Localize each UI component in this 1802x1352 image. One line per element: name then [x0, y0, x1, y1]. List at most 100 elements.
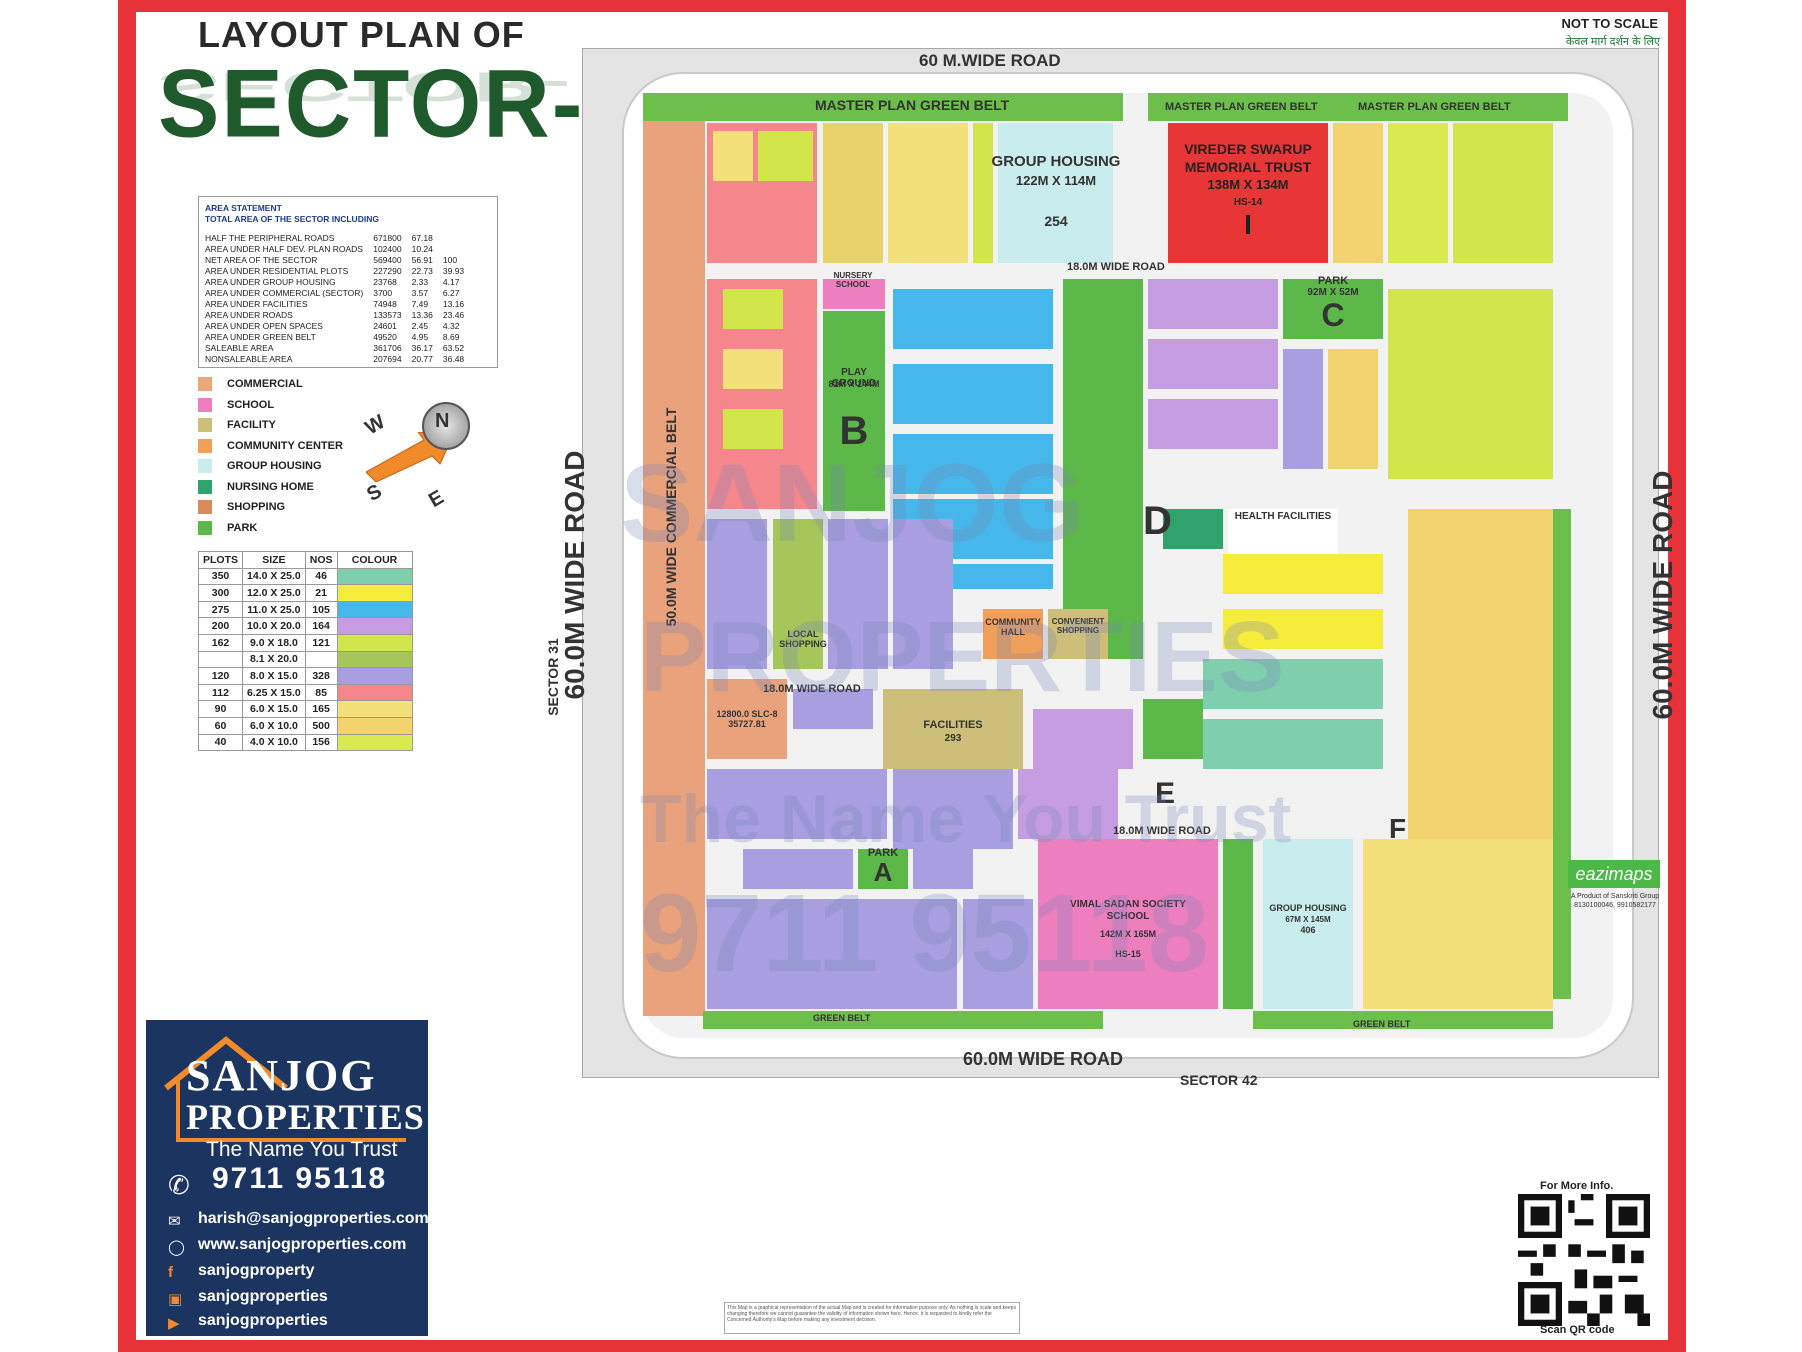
plot-cell-size: 10.0 X 20.0: [242, 617, 306, 635]
nursery-school-label: NURSERY SCHOOL: [833, 271, 873, 289]
legend-item: SHOPPING: [198, 497, 343, 518]
legend-label: COMMERCIAL: [227, 378, 303, 391]
legend-swatch: [198, 377, 212, 392]
area-cell: 10.24: [411, 244, 433, 254]
area-cell: 8.69: [442, 332, 460, 342]
plot-colour-swatch: [336, 716, 413, 735]
qr-caption-bottom: Scan QR code: [1540, 1324, 1615, 1336]
plot-cell-nos: 156: [304, 733, 338, 752]
legend-label: COMMUNITY CENTER: [227, 439, 343, 452]
area-cell: 36.17: [411, 343, 433, 353]
legend-label: FACILITY: [227, 419, 276, 432]
commercial-belt-label: 50.0M WIDE COMMERCIAL BELT: [663, 407, 679, 627]
tagline: The Name You Trust: [206, 1138, 398, 1161]
block-e-letter: E: [1155, 777, 1176, 810]
legend-item: NURSING HOME: [198, 477, 343, 498]
plot-cell-plots: 60: [197, 716, 244, 735]
area-cell: 23.46: [442, 310, 465, 320]
legend-label: NURSING HOME: [227, 480, 314, 493]
compass-north-disk: [422, 402, 470, 450]
area-cell: [437, 233, 468, 244]
sector-31-label: SECTOR 31: [545, 638, 561, 716]
plot-colour-swatch: [336, 567, 413, 586]
not-to-scale: NOT TO SCALE: [1561, 16, 1658, 31]
area-cell: [437, 244, 468, 255]
legend-swatch: [198, 397, 212, 412]
plot-cell-nos: 165: [304, 700, 338, 718]
trust-line1: VIREDER SWARUP: [1184, 141, 1312, 157]
green-belt-bottom-right: GREEN BELT: [1353, 1019, 1411, 1029]
plot-cell-plots: 275: [197, 600, 244, 619]
website-link[interactable]: www.sanjogproperties.com: [198, 1236, 407, 1253]
plot-colour-swatch: [336, 700, 413, 718]
community-hall-label: COMMUNITY HALL: [985, 617, 1041, 637]
area-cell: 24601: [373, 321, 397, 331]
park-c-letter: C: [1321, 297, 1345, 333]
area-cell: 671800: [373, 233, 402, 243]
area-cell: 13.36: [411, 310, 433, 320]
youtube-link[interactable]: sanjogproperties: [198, 1312, 328, 1329]
brand-line2: PROPERTIES: [186, 1097, 425, 1137]
phone-number[interactable]: 9711 95118: [212, 1162, 388, 1195]
facebook-icon: f: [168, 1264, 173, 1281]
map-drawing: [622, 72, 1634, 1059]
plot-cell-size: 8.0 X 15.0: [242, 667, 306, 685]
land-use-legend: COMMERCIAL SCHOOL FACILITY COMMUNITY CENTER…: [198, 374, 343, 538]
area-cell: 227290: [373, 266, 402, 276]
legend-item: COMMUNITY CENTER: [198, 436, 343, 457]
area-cell: AREA UNDER ROADS: [205, 310, 293, 320]
legend-swatch: [198, 479, 212, 494]
road-18m-mid: 18.0M WIDE ROAD: [763, 683, 861, 695]
road-top-label: 60 M.WIDE ROAD: [919, 51, 1061, 70]
road-left-label: 60.0M WIDE ROAD: [559, 450, 590, 700]
road-right-label: 60.0M WIDE ROAD: [1647, 470, 1678, 720]
area-cell: 56.91: [411, 255, 433, 265]
instagram-link[interactable]: sanjogproperties: [198, 1288, 328, 1305]
plot-cell-size: 12.0 X 25.0: [242, 584, 306, 602]
plot-row: 8.1 X 20.0: [197, 650, 413, 669]
facebook-link[interactable]: sanjogproperty: [198, 1262, 315, 1279]
plot-colour-swatch: [336, 683, 413, 702]
plot-cell-plots: 162: [197, 633, 244, 652]
group-housing-bottom-label: GROUP HOUSING: [1269, 903, 1347, 913]
email-link[interactable]: harish@sanjogproperties.com: [198, 1210, 429, 1227]
plot-colour-swatch: [336, 617, 413, 635]
block-b-letter: B: [839, 409, 869, 453]
plot-cell-plots: [197, 650, 244, 669]
plot-cell-size: 14.0 X 25.0: [242, 567, 306, 586]
brand-line1: SANJOG: [186, 1051, 377, 1100]
plot-cell-size: 4.0 X 10.0: [242, 733, 306, 752]
phone-icon: ✆: [168, 1170, 190, 1200]
col-colour: COLOUR: [336, 551, 413, 569]
area-cell: AREA UNDER FACILITIES: [205, 299, 308, 309]
legend-label: SCHOOL: [227, 398, 275, 411]
legend-swatch: [198, 418, 212, 433]
legend-swatch: [198, 500, 212, 515]
plot-cell-plots: 350: [197, 567, 244, 586]
legend-item: PARK: [198, 518, 343, 539]
compass-n: N: [435, 410, 450, 432]
park-a-letter: A: [873, 857, 893, 887]
qr-code-icon[interactable]: [1518, 1194, 1650, 1326]
road-18m-lower: 18.0M WIDE ROAD: [1113, 825, 1211, 837]
green-belt-top-mid: MASTER PLAN GREEN BELT: [1165, 101, 1318, 113]
area-cell: AREA UNDER HALF DEV. PLAN ROADS: [205, 244, 363, 254]
contact-card: SANJOG PROPERTIES The Name You Trust ✆ 9…: [146, 1020, 429, 1336]
eazimaps-sub: A Product of Sanskriti Group 8130100046,…: [1570, 893, 1660, 909]
plot-cell-nos: 500: [304, 716, 338, 735]
trust-size: 138M X 134M: [1207, 177, 1289, 192]
plot-cell-size: 9.0 X 18.0: [242, 633, 306, 652]
col-size: SIZE: [242, 551, 306, 569]
